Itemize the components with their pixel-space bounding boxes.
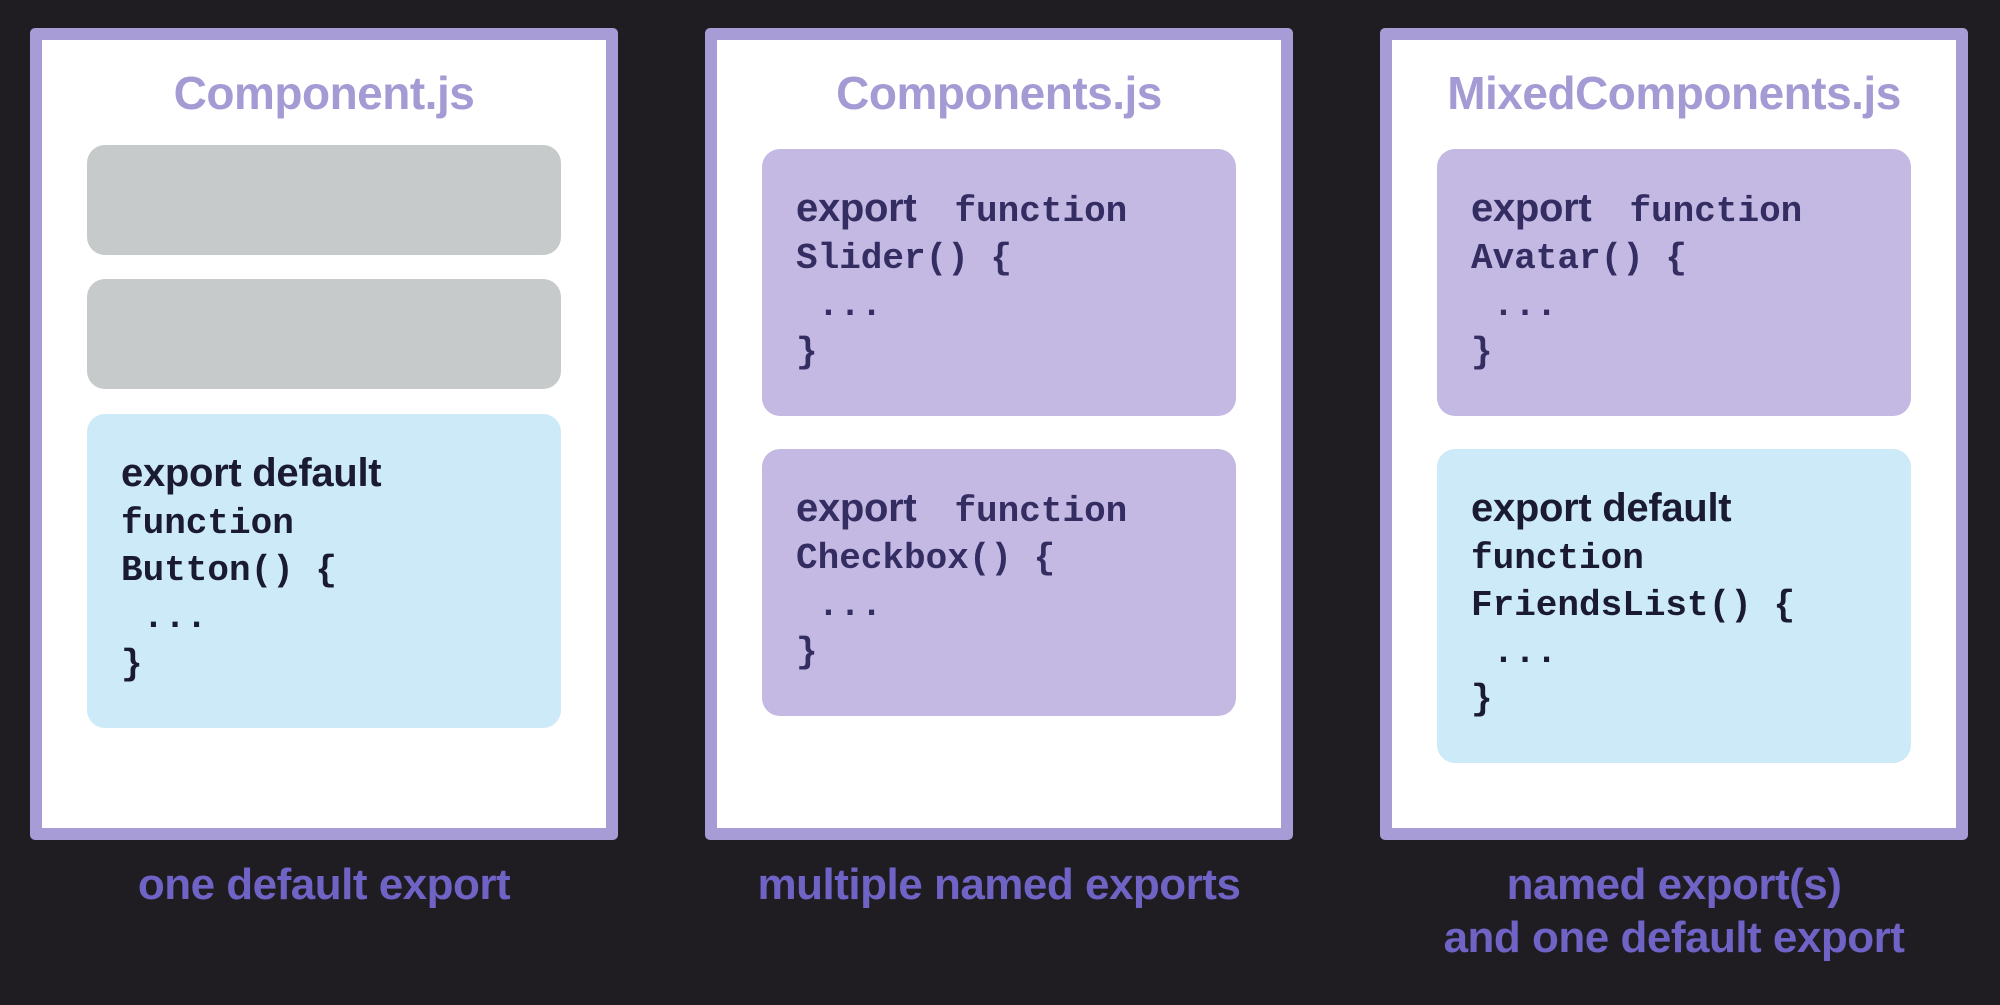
card-caption: named export(s) and one default export (1380, 858, 1968, 964)
code-line: ... (1471, 632, 1558, 673)
export-keyword: export (1471, 186, 1592, 230)
function-keyword: function (954, 191, 1128, 232)
file-card-components-js: Components.js export function Slider() { … (705, 28, 1293, 840)
code-line: export function (796, 485, 1226, 535)
code-line: function (121, 503, 294, 544)
named-export-code-block: export function Slider() { ... } (762, 149, 1236, 416)
code-line: Slider() { (796, 238, 1013, 279)
card-caption: one default export (30, 858, 618, 911)
export-default-keyword: export default (1471, 486, 1732, 530)
caption-line: named export(s) (1506, 860, 1842, 909)
default-export-code-block: export default function Button() { ... } (87, 414, 561, 728)
code-line: export default (121, 450, 551, 500)
export-keyword: export (796, 486, 917, 530)
function-keyword: function (1629, 191, 1803, 232)
file-name-title: Components.js (836, 67, 1162, 119)
code-line: ... (796, 585, 883, 626)
placeholder-code-block (87, 279, 561, 389)
code-line: FriendsList() { (1471, 585, 1796, 626)
code-line: } (121, 644, 143, 685)
function-keyword: function (954, 491, 1128, 532)
caption-line: and one default export (1443, 913, 1905, 962)
caption-line: multiple named exports (757, 860, 1241, 909)
code-line: ... (121, 597, 208, 638)
code-line: } (796, 332, 818, 373)
code-line: Checkbox() { (796, 538, 1056, 579)
placeholder-code-block (87, 145, 561, 255)
code-line: function (1471, 538, 1644, 579)
code-line: Avatar() { (1471, 238, 1688, 279)
code-line: export function (796, 185, 1226, 235)
card-caption: multiple named exports (705, 858, 1293, 911)
named-export-code-block: export function Checkbox() { ... } (762, 449, 1236, 716)
code-line: } (1471, 679, 1493, 720)
code-line: export default (1471, 485, 1901, 535)
caption-line: one default export (137, 860, 511, 909)
code-line: ... (796, 285, 883, 326)
file-name-title: Component.js (173, 67, 475, 119)
file-card-mixedcomponents-js: MixedComponents.js export function Avatar… (1380, 28, 1968, 840)
file-card-component-js: Component.js export default function But… (30, 28, 618, 840)
file-name-title: MixedComponents.js (1447, 67, 1901, 119)
named-export-code-block: export function Avatar() { ... } (1437, 149, 1911, 416)
code-line: } (1471, 332, 1493, 373)
export-default-keyword: export default (121, 451, 382, 495)
code-line: ... (1471, 285, 1558, 326)
default-export-code-block: export default function FriendsList() { … (1437, 449, 1911, 763)
code-line: export function (1471, 185, 1901, 235)
code-line: } (796, 632, 818, 673)
code-line: Button() { (121, 550, 338, 591)
export-keyword: export (796, 186, 917, 230)
